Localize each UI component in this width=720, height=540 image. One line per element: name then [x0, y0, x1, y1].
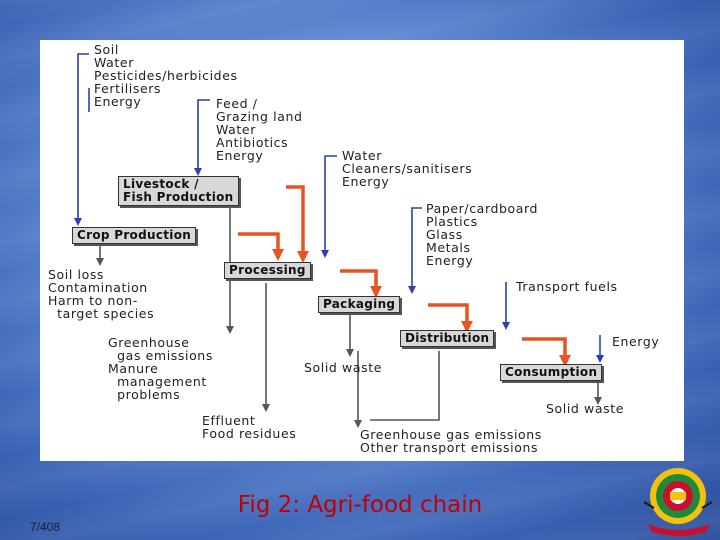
outputs-packaging-list: Solid waste — [304, 360, 383, 375]
inputs-consumption-list: Energy — [612, 334, 660, 349]
flow-distribution-to-consumption — [522, 337, 571, 367]
flow-livestock-to-processing — [286, 185, 309, 263]
figure-caption: Fig 2: Agri-food chain — [237, 492, 483, 518]
arrow-paper-to-packaging — [408, 207, 422, 294]
outputs-distribution-list: Greenhouse gas emissions Other transport… — [360, 427, 542, 455]
outputs-livestock-list: Greenhouse gas emissions Manure manageme… — [108, 335, 213, 402]
flow-packaging-to-distribution — [428, 303, 473, 333]
slide-number: 7/408 — [30, 520, 61, 534]
outputs-consumption-list: Solid waste — [546, 401, 625, 416]
flow-processing-to-packaging — [340, 269, 382, 298]
stage-distribution: Distribution — [400, 330, 495, 347]
flow-crop-to-processing — [238, 232, 284, 261]
agri-food-chain-diagram: Soil Water Pesticides/herbicides Fertili… — [40, 40, 684, 461]
inputs-primary-list: Soil Water Pesticides/herbicides Fertili… — [94, 42, 238, 109]
arrow-inputs-to-crop — [74, 53, 89, 226]
stage-processing: Processing — [224, 262, 311, 279]
arrow-feed-to-livestock — [194, 99, 210, 176]
stage-packaging: Packaging — [318, 296, 401, 313]
outputs-crop-list: Soil loss Contamination Harm to non- tar… — [48, 267, 155, 321]
outputs-processing-list: Effluent Food residues — [202, 413, 297, 441]
inputs-processing-list: Water Cleaners/sanitisers Energy — [342, 148, 473, 189]
inputs-distribution-list: Transport fuels — [516, 279, 618, 294]
arrow-distribution-to-outputs — [370, 351, 440, 421]
stage-consumption: Consumption — [500, 364, 603, 381]
stage-livestock-fish: Livestock / Fish Production — [118, 176, 239, 206]
inputs-livestock-list: Feed / Grazing land Water Antibiotics En… — [216, 96, 303, 163]
stage-crop-production: Crop Production — [72, 227, 197, 244]
arrow-water-to-processing — [321, 155, 337, 258]
inputs-packaging-list: Paper/cardboard Plastics Glass Metals En… — [426, 201, 539, 268]
university-seal-logo-icon — [643, 468, 713, 536]
